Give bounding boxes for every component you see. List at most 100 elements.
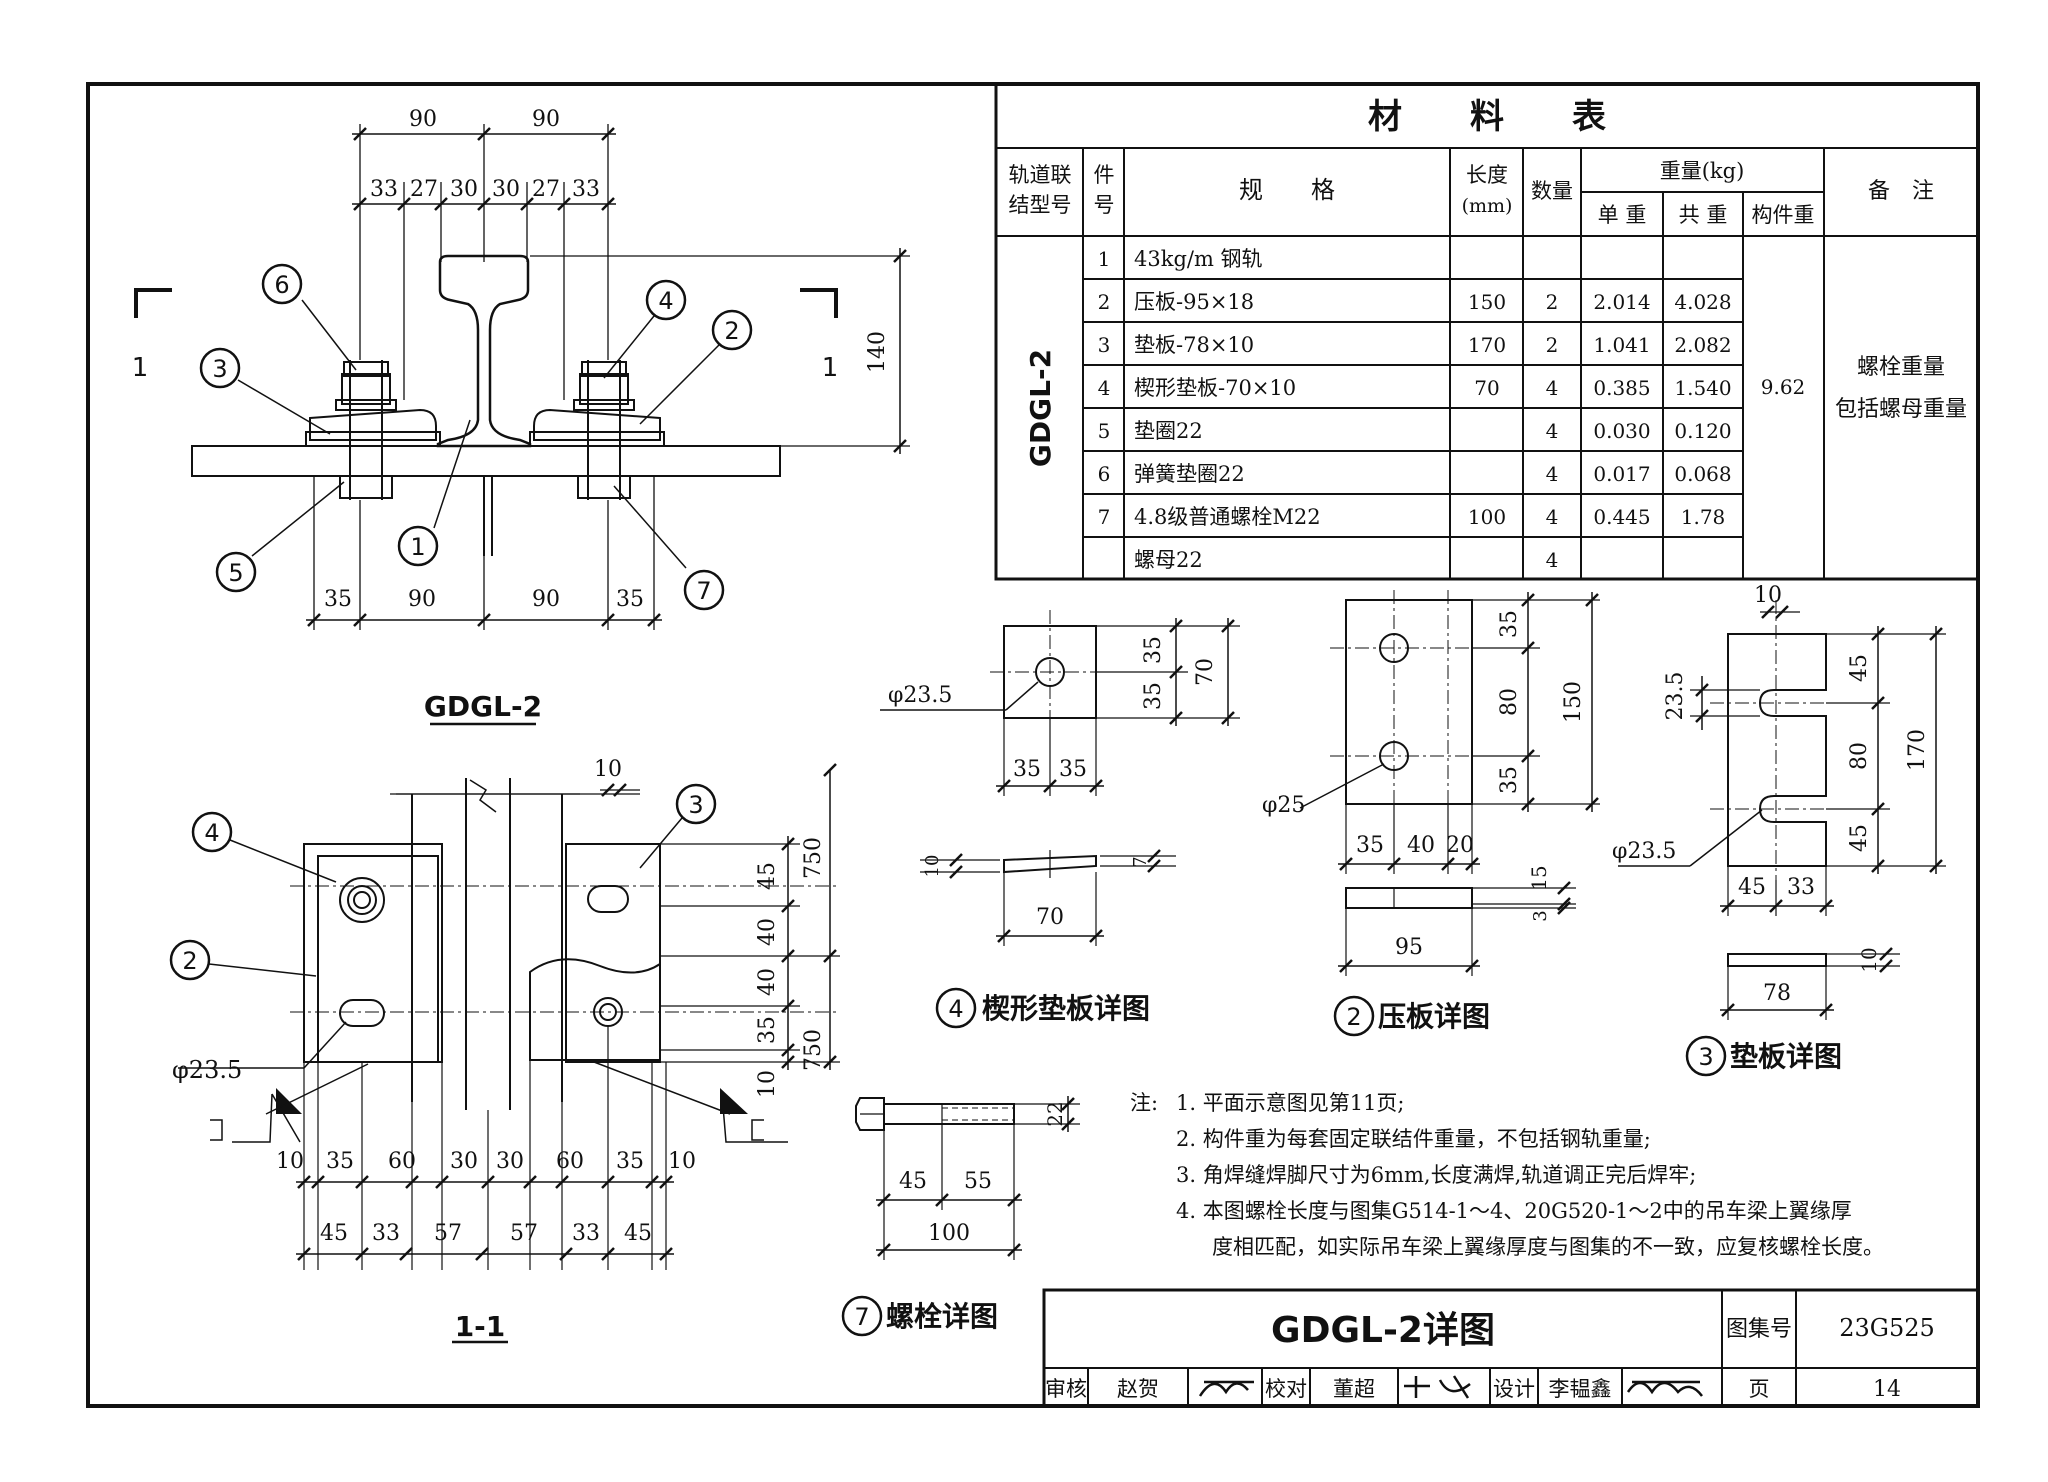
header-item-no: 号 — [1094, 193, 1115, 217]
sec-b35a: 35 — [326, 1149, 354, 1174]
pad-w33: 33 — [1787, 875, 1815, 900]
row-qty: 4 — [1546, 548, 1559, 572]
dim-33-b: 33 — [572, 177, 600, 202]
row-unit-weight: 0.030 — [1593, 419, 1650, 443]
press-detail-no: 2 — [1346, 1003, 1361, 1031]
row-length: 70 — [1474, 376, 1499, 400]
section-label: 1-1 — [455, 1310, 506, 1343]
pad-w78: 78 — [1763, 981, 1791, 1006]
row-item-no: 4 — [1098, 376, 1111, 400]
callout-3: 3 — [212, 355, 227, 383]
press-phi: φ25 — [1262, 793, 1305, 818]
header-total-weight: 共 重 — [1679, 203, 1728, 227]
callout-1: 1 — [410, 533, 425, 561]
sec-dim-45: 45 — [755, 862, 780, 890]
callout-2: 2 — [724, 317, 739, 345]
header-item-no: 件 — [1094, 163, 1115, 187]
sec-b60b: 60 — [556, 1149, 584, 1174]
press-detail — [1299, 590, 1600, 1037]
wedge-w35b: 35 — [1059, 757, 1087, 782]
sec-dim-40b: 40 — [755, 968, 780, 996]
wedge-d35b: 35 — [1141, 682, 1166, 710]
sec-c45a: 45 — [320, 1221, 348, 1246]
press-d80: 80 — [1497, 688, 1522, 716]
row-unit-weight: 2.014 — [1593, 290, 1650, 314]
pad-d80: 80 — [1847, 742, 1872, 770]
header-member-weight: 构件重 — [1752, 203, 1815, 227]
press-t15: 15 — [1527, 865, 1551, 890]
pad-d45b: 45 — [1847, 824, 1872, 852]
callout-6: 6 — [274, 271, 289, 299]
sec-dim-40a: 40 — [755, 918, 780, 946]
dim-b35-b: 35 — [616, 587, 644, 612]
header-length: (mm) — [1462, 195, 1513, 217]
dim-30-a: 30 — [450, 177, 478, 202]
type-code: GDGL-2 — [1024, 349, 1057, 467]
sec-dim-750b: 750 — [801, 1029, 826, 1071]
row-total-weight: 1.540 — [1674, 376, 1731, 400]
bolt-detail-title: 螺栓详图 — [886, 1300, 998, 1333]
page-number: 14 — [1873, 1377, 1901, 1402]
section-mark-left: 1 — [132, 353, 149, 383]
pad-phi2: φ23.5 — [1612, 839, 1676, 864]
sec-b30b: 30 — [496, 1149, 524, 1174]
row-length: 170 — [1468, 333, 1506, 357]
header-spec: 规 格 — [1239, 176, 1335, 204]
pad-detail-title: 垫板详图 — [1730, 1040, 1842, 1073]
row-unit-weight: 0.017 — [1593, 462, 1650, 486]
header-type-no: 结型号 — [1009, 193, 1072, 217]
row-item-no: 6 — [1098, 462, 1111, 486]
wedge-phi: φ23.5 — [888, 683, 952, 708]
press-w40: 40 — [1407, 833, 1435, 858]
wedge-d70: 70 — [1193, 658, 1218, 686]
elevation-label: GDGL-2 — [424, 690, 542, 723]
wedge-t7: 7 — [1130, 856, 1151, 867]
row-item-no: 2 — [1098, 290, 1111, 314]
material-table-text: 材 料 表轨道联结型号件号规 格长度(mm)数量重量(kg)单 重共 重构件重备… — [1009, 97, 1968, 572]
elevation-text: 90 90 33 27 30 30 27 33 140 35 90 90 35 … — [132, 107, 890, 723]
sec-b35b: 35 — [616, 1149, 644, 1174]
pad-d170: 170 — [1905, 729, 1930, 771]
row-item-no: 5 — [1098, 419, 1111, 443]
remark-line-1: 螺栓重量 — [1857, 355, 1945, 380]
wedge-w70: 70 — [1036, 905, 1064, 930]
sec-dim-35: 35 — [755, 1016, 780, 1044]
press-detail-title: 压板详图 — [1378, 1000, 1490, 1033]
row-qty: 4 — [1546, 505, 1559, 529]
header-unit-weight: 单 重 — [1598, 203, 1647, 227]
wedge-t10: 10 — [922, 855, 943, 878]
bolt-d22: 22 — [1043, 1101, 1067, 1126]
drawing-title: GDGL-2详图 — [1271, 1310, 1495, 1351]
wedge-d35a: 35 — [1141, 636, 1166, 664]
header-length: 长度 — [1466, 163, 1508, 187]
material-table — [994, 82, 1980, 581]
row-item-no: 3 — [1098, 333, 1111, 357]
row-length: 100 — [1468, 505, 1506, 529]
wedge-detail-text: φ23.5 35 35 70 35 35 10 7 70 4 楔形垫板详图 — [888, 636, 1218, 1025]
row-total-weight: 0.068 — [1674, 462, 1731, 486]
table-title: 材 料 表 — [1368, 97, 1606, 137]
callout-5: 5 — [228, 559, 243, 587]
row-unit-weight: 1.041 — [1593, 333, 1650, 357]
press-detail-text: φ25 35 80 35 150 35 40 20 15 3 95 2 压板详图 — [1262, 610, 1586, 1033]
dim-90-b: 90 — [532, 107, 560, 132]
sec-callout-3: 3 — [688, 791, 703, 819]
dim-27-a: 27 — [410, 177, 438, 202]
wedge-detail — [880, 610, 1240, 1029]
bolt-detail-text: 22 45 55 100 7 螺栓详图 — [854, 1101, 1067, 1333]
row-unit-weight: 0.445 — [1593, 505, 1650, 529]
dim-b90-a: 90 — [408, 587, 436, 612]
sec-callout-2: 2 — [182, 947, 197, 975]
row-spec: 弹簧垫圈22 — [1134, 462, 1245, 486]
row-unit-weight: 0.385 — [1593, 376, 1650, 400]
note-2: 2. 构件重为每套固定联结件重量，不包括钢轨重量; — [1176, 1127, 1651, 1151]
press-t3: 3 — [1530, 910, 1551, 921]
wedge-detail-title: 楔形垫板详图 — [982, 992, 1150, 1025]
sec-c33b: 33 — [572, 1221, 600, 1246]
dim-30-b: 30 — [492, 177, 520, 202]
row-total-weight: 1.78 — [1681, 505, 1726, 529]
row-length: 150 — [1468, 290, 1506, 314]
dim-90-a: 90 — [409, 107, 437, 132]
pad-detail — [1618, 600, 1946, 1077]
